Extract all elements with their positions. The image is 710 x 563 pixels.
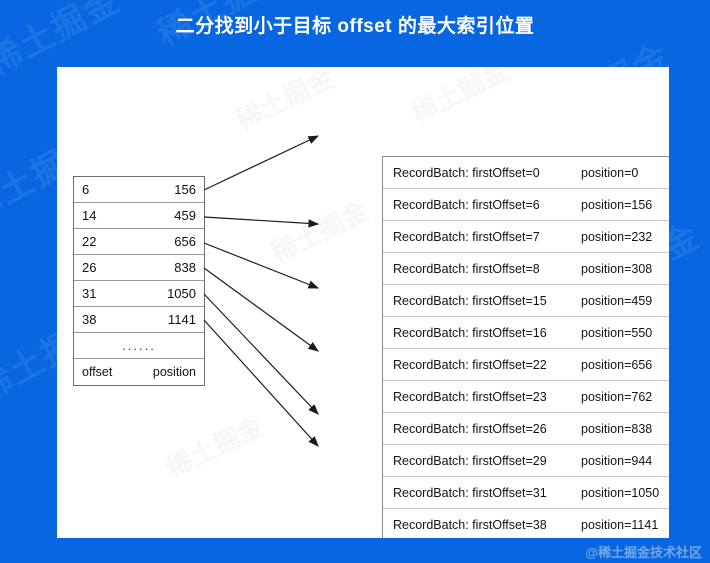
- log-row: RecordBatch: firstOffset=22 position=656: [383, 349, 669, 381]
- log-row: RecordBatch: firstOffset=16 position=550: [383, 317, 669, 349]
- log-position-cell: position=0: [581, 165, 639, 180]
- log-position-cell: position=1050: [581, 485, 660, 500]
- index-row: 22 656: [74, 229, 204, 255]
- log-position-cell: position=459: [581, 293, 653, 308]
- log-row: RecordBatch: firstOffset=23 position=762: [383, 381, 669, 413]
- panel-watermark-tile: 稀土掘金: [229, 67, 339, 137]
- index-position-cell: 838: [174, 260, 196, 275]
- panel-watermark-tile: 稀土掘金: [404, 67, 514, 130]
- index-caption-row: offset position: [74, 359, 204, 385]
- index-row: 14 459: [74, 203, 204, 229]
- log-position-cell: position=944: [581, 453, 653, 468]
- index-offset-caption: offset: [82, 365, 113, 379]
- log-batch-cell: RecordBatch: firstOffset=8: [393, 261, 540, 276]
- corner-watermark: @稀土掘金技术社区: [585, 545, 702, 560]
- index-position-caption: position: [152, 365, 196, 379]
- log-position-cell: position=838: [581, 421, 653, 436]
- log-row: RecordBatch: firstOffset=15 position=459: [383, 285, 669, 317]
- log-batch-cell: RecordBatch: firstOffset=15: [393, 293, 547, 308]
- index-position-cell: 1050: [167, 286, 196, 301]
- log-row: RecordBatch: firstOffset=7 position=232: [383, 221, 669, 253]
- panel-watermark-tile: 稀土掘金: [264, 191, 374, 270]
- log-batch-cell: RecordBatch: firstOffset=6: [393, 197, 540, 212]
- log-position-cell: position=656: [581, 357, 653, 372]
- log-row: RecordBatch: firstOffset=8 position=308: [383, 253, 669, 285]
- log-batch-cell: RecordBatch: firstOffset=7: [393, 229, 540, 244]
- index-position-cell: 1141: [168, 312, 196, 327]
- index-position-cell: 156: [174, 182, 196, 197]
- index-offset-cell: 14: [82, 208, 97, 223]
- index-offset-cell: 22: [82, 234, 97, 249]
- log-position-cell: position=232: [581, 229, 653, 244]
- log-batch-cell: RecordBatch: firstOffset=38: [393, 517, 547, 532]
- offset-index-table: 6 156 14 459 22 656 26 838 31 1050 38 11…: [73, 176, 205, 386]
- log-batch-cell: RecordBatch: firstOffset=22: [393, 357, 547, 372]
- index-position-cell: 459: [174, 208, 196, 223]
- log-row: RecordBatch: firstOffset=26 position=838: [383, 413, 669, 445]
- log-row: RecordBatch: firstOffset=6 position=156: [383, 189, 669, 221]
- log-batch-cell: RecordBatch: firstOffset=23: [393, 389, 547, 404]
- page-title: 二分找到小于目标 offset 的最大索引位置: [175, 16, 535, 37]
- index-offset-cell: 6: [82, 182, 90, 197]
- diagram-panel: 稀土掘金 稀土掘金 稀土掘金 稀土掘金 稀土掘金 稀土掘金 6 156 14 4…: [57, 67, 669, 538]
- log-batch-cell: RecordBatch: firstOffset=29: [393, 453, 547, 468]
- log-batch-cell: RecordBatch: firstOffset=0: [393, 165, 540, 180]
- log-position-cell: position=156: [581, 197, 653, 212]
- log-position-cell: position=308: [581, 261, 653, 276]
- index-row: 26 838: [74, 255, 204, 281]
- log-row: RecordBatch: firstOffset=31 position=105…: [383, 477, 669, 509]
- log-row: RecordBatch: firstOffset=29 position=944: [383, 445, 669, 477]
- log-row: RecordBatch: firstOffset=38 position=114…: [383, 509, 669, 538]
- log-position-cell: position=762: [581, 389, 653, 404]
- index-row: 31 1050: [74, 281, 204, 307]
- log-position-cell: position=550: [581, 325, 653, 340]
- log-batch-cell: RecordBatch: firstOffset=31: [393, 485, 547, 500]
- index-row: 38 1141: [74, 307, 204, 333]
- index-offset-cell: 31: [82, 286, 97, 301]
- index-offset-cell: 26: [82, 260, 97, 275]
- index-position-cell: 656: [174, 234, 196, 249]
- log-batch-cell: RecordBatch: firstOffset=26: [393, 421, 547, 436]
- log-segment-table: RecordBatch: firstOffset=0 position=0 Re…: [382, 156, 669, 538]
- index-offset-cell: 38: [82, 312, 97, 327]
- log-row: RecordBatch: firstOffset=0 position=0: [383, 157, 669, 189]
- index-row: 6 156: [74, 177, 204, 203]
- index-ellipsis-row: ......: [74, 333, 204, 359]
- panel-watermark-tile: 稀土掘金: [159, 406, 269, 485]
- log-batch-cell: RecordBatch: firstOffset=16: [393, 325, 547, 340]
- log-position-cell: position=1141: [581, 517, 659, 532]
